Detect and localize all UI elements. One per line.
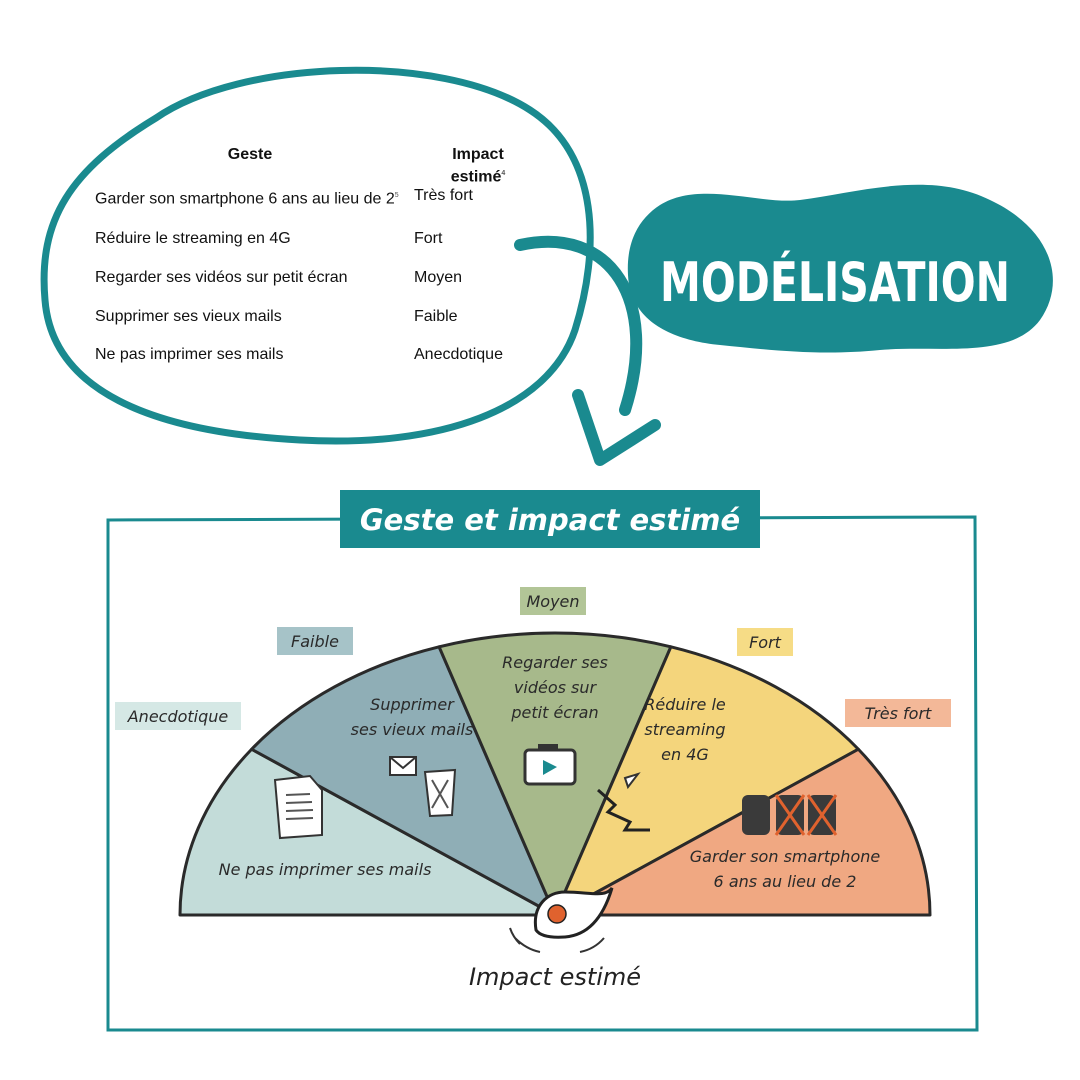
row-impact: Très fort: [414, 187, 473, 204]
segment-text-line: Regarder ses: [502, 653, 608, 672]
mail-trash-icon: [389, 756, 457, 818]
row-geste: Réduire le streaming en 4G: [95, 230, 291, 247]
level-label-bg-1: [115, 702, 241, 730]
segment-text-1: Ne pas imprimer ses mails: [219, 860, 432, 879]
paper-document-icon: [273, 774, 323, 840]
level-label-5: Très fort: [865, 704, 932, 723]
curved-arrow: [514, 235, 643, 416]
header-geste: Geste: [227, 146, 273, 163]
segment-text-line: ses vieux mails: [351, 720, 474, 739]
level-label-3: Moyen: [526, 592, 579, 611]
badge-label: MODÉLISATION: [660, 251, 1010, 314]
level-label-bg-2: [277, 627, 353, 655]
panel-title: Geste et impact estimé: [360, 503, 740, 537]
segment-text-2: Supprimer ses vieux mails: [351, 695, 474, 739]
segment-text-line: petit écran: [510, 703, 598, 722]
row-impact: Fort: [414, 230, 443, 247]
gauge-label: Impact estimé: [469, 963, 641, 991]
smartphones-icon: [742, 794, 838, 836]
level-label-4: Fort: [749, 633, 782, 652]
panel-title-banner: [340, 490, 760, 548]
row-geste: Supprimer ses vieux mails: [95, 308, 282, 325]
gauge-segment-2: [250, 645, 557, 917]
segment-text-line: vidéos sur: [514, 678, 598, 697]
gauge-segments: [178, 631, 932, 917]
gauge-segment-texts: Ne pas imprimer ses mails Supprimer ses vi…: [219, 653, 881, 891]
header-impact: Impact estimé4: [450, 146, 506, 186]
bubble-outline: [40, 66, 594, 445]
row-impact: Anecdotique: [414, 346, 503, 363]
level-label-bg-4: [737, 628, 793, 656]
segment-text-line: Garder son smartphone: [690, 847, 881, 866]
gauge-needle: [509, 886, 614, 953]
level-label-bg-3: [520, 587, 586, 615]
small-screen-video-icon: [523, 744, 577, 786]
row-impact: Moyen: [414, 269, 463, 286]
segment-text-line: Ne pas imprimer ses mails: [219, 860, 432, 879]
level-label-2: Faible: [291, 632, 339, 651]
arrow-head: [572, 389, 661, 466]
level-label-bg-5: [845, 699, 951, 727]
gauge-segment-5: [553, 747, 932, 917]
segment-text-5: Garder son smartphone 6 ans au lieu de 2: [690, 847, 881, 891]
row-geste: Garder son smartphone 6 ans au lieu de 2…: [95, 190, 399, 208]
segment-text-line: en 4G: [661, 745, 709, 764]
segment-text-line: streaming: [644, 720, 725, 739]
row-geste: Regarder ses vidéos sur petit écran: [95, 269, 348, 286]
row-geste: Ne pas imprimer ses mails: [95, 346, 284, 363]
streaming-signal-icon: [597, 772, 650, 832]
gauge-segment-1: [178, 747, 557, 917]
row-impact: Faible: [414, 308, 458, 325]
badge-blob: [627, 184, 1053, 353]
level-label-1: Anecdotique: [127, 707, 229, 726]
segment-text-line: Supprimer: [370, 695, 455, 714]
segment-text-line: 6 ans au lieu de 2: [714, 872, 857, 891]
segment-text-line: Réduire le: [644, 695, 726, 714]
segment-text-3: Regarder ses vidéos sur petit écran: [502, 653, 608, 722]
segment-text-4: Réduire le streaming en 4G: [644, 695, 726, 764]
gauge-segment-4: [553, 645, 860, 917]
